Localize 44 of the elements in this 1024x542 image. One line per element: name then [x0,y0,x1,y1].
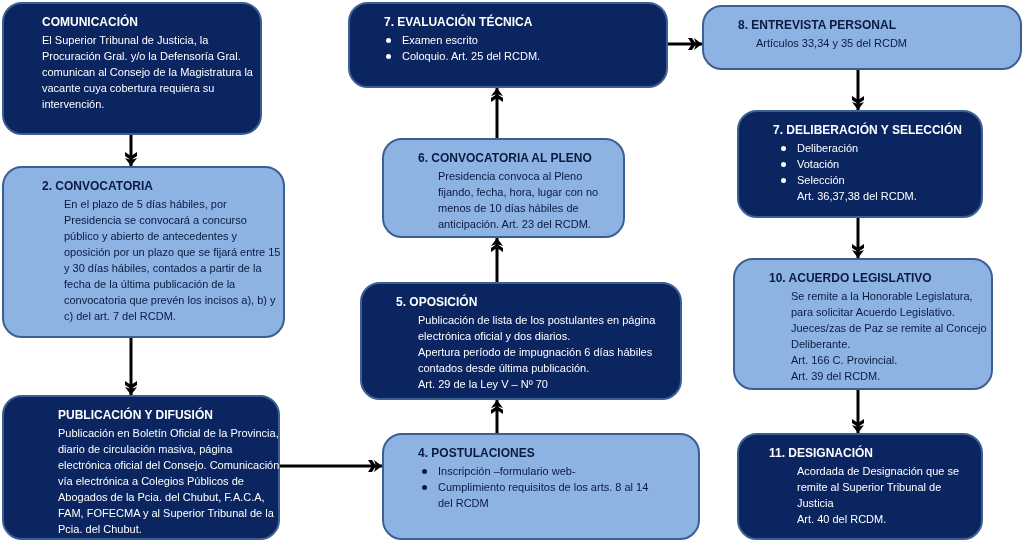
step-heading: 7. EVALUACIÓN TÉCNICA [384,14,533,30]
step-heading: PUBLICACIÓN Y DIFUSIÓN [58,407,213,423]
step-description: Artículos 33,34 y 35 del RCDM [756,36,908,51]
step-heading: 10. ACUERDO LEGISLATIVO [769,270,932,286]
process-box [2,166,285,338]
process-box [360,282,682,400]
step-description: Art. 29 de la Ley V – Nº 70 [418,377,549,392]
list-item: Coloquio. Art. 25 del RCDM. [402,49,542,64]
step-description: En el plazo de 5 días hábiles, por Presidencia se convocará a concurso público y abierto de antecedentes y oposición por un plazo que se fijará entre 15 y 30 días hábiles, contados a partir de la fecha de la última publicación de la convocatoria que prevén los incisos a), b) y c) del art. 7 del RCDM. [64,197,282,324]
process-box [382,433,700,540]
step-heading: 2. CONVOCATORIA [42,178,153,194]
process-box [737,110,983,218]
step-heading: 4. POSTULACIONES [418,445,535,461]
list-item: Cumplimiento requisitos de los arts. 8 al 14 del RCDM [438,480,650,511]
process-box [382,138,625,238]
process-box [702,5,1022,70]
step-description: Presidencia convoca al Pleno fijando, fecha, hora, lugar con no menos de 10 días hábiles de anticipación. Art. 23 del RCDM. [438,169,600,232]
step-description: Publicación en Boletín Oficial de la Provincia, diario de circulación masiva, página electrónica oficial del Consejo. Comunicación vía electrónica a Colegios Públicos de Abogados de la Pcia. del Chubut, F.A.C.A, FAM, FOFECMA y al Superior Tribunal de la Pcia. del Chubut. [58,426,280,537]
step-heading: 7. DELIBERACIÓN Y SELECCIÓN [773,122,962,138]
step-description: Se remite a la Honorable Legislatura, para solicitar Acuerdo Legislativo. [791,289,974,320]
step-heading: 11. DESIGNACIÓN [769,445,874,461]
list-item: Deliberación [797,141,860,156]
process-box [737,433,983,540]
list-item: Inscripción –formulario web- [438,464,577,479]
step-description: El Superior Tribunal de Justicia, la Procuración Gral. y/o la Defensoría Gral. comunican al Consejo de la Magistratura la vacante cuya cobertura requiera su intervención. [42,33,254,112]
list-item: Examen escrito [402,33,479,48]
step-description: Publicación de lista de los postulantes en página electrónica oficial y dos diarios. [418,313,657,344]
step-heading: 6. CONVOCATORIA AL PLENO [418,150,592,166]
step-description: Art. 39 del RCDM. [791,369,882,384]
step-heading: 8. ENTREVISTA PERSONAL [738,17,897,33]
process-box [2,395,280,540]
step-description: Art. 36,37,38 del RCDM. [797,189,918,204]
step-heading: 5. OPOSICIÓN [396,294,478,310]
step-description: Apertura período de impugnación 6 días hábiles contados desde última publicación. [418,345,654,376]
list-item: Votación [797,157,841,172]
process-box [2,2,262,135]
step-heading: COMUNICACIÓN [42,14,138,30]
step-description: Art. 166 C. Provincial. [791,353,899,368]
step-description: Acordada de Designación que se remite al Superior Tribunal de Justicia [797,464,961,511]
list-item: Selección [797,173,846,188]
process-box [348,2,668,88]
process-box [733,258,993,390]
step-description: Jueces/zas de Paz se remite al Concejo Deliberante. [791,321,988,352]
step-description: Art. 40 del RCDM. [797,512,888,527]
